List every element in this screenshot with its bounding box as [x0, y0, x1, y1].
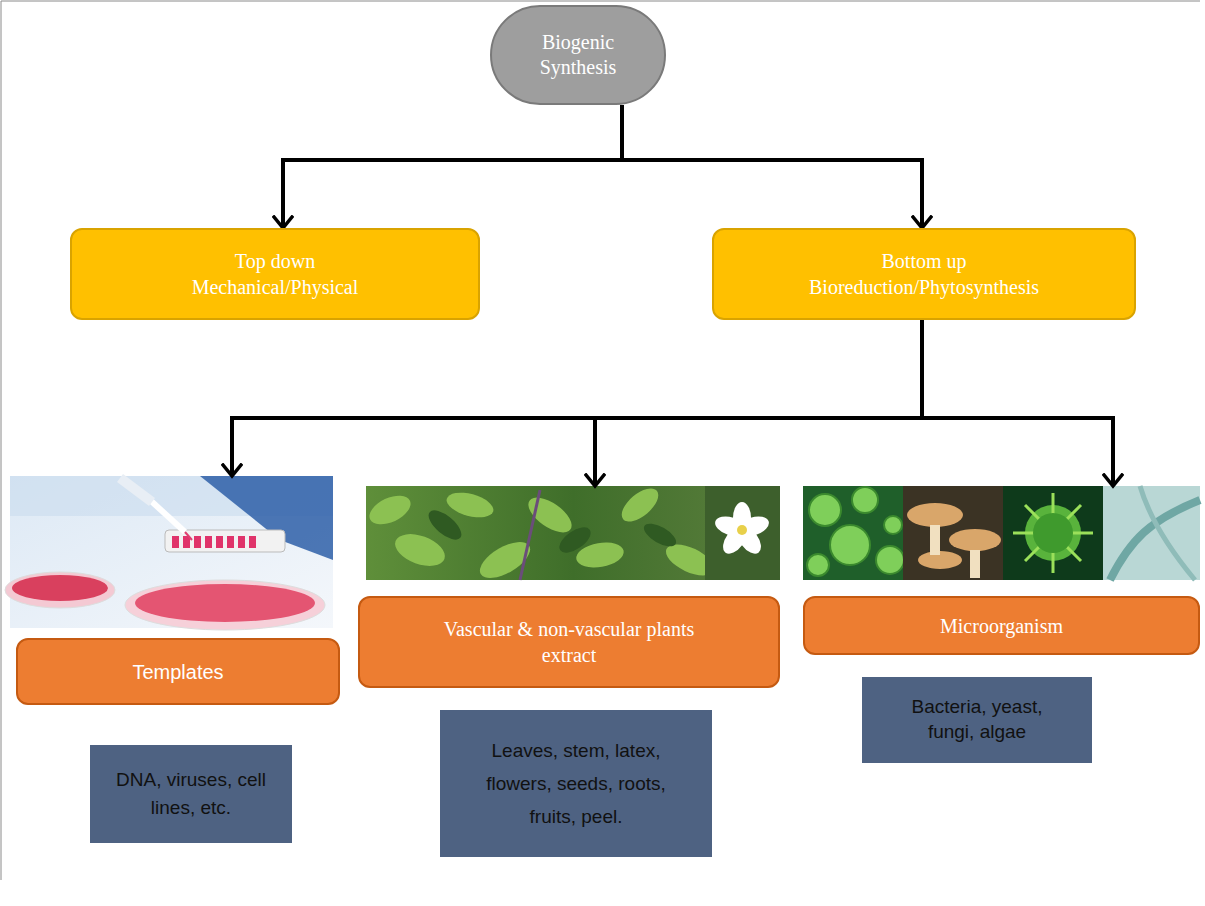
source-group: Vascular & non-vascular plants extract [358, 486, 782, 688]
box-text: Biogenic Synthesis [540, 30, 617, 80]
connector-arrow [232, 320, 922, 476]
connector-arrow [622, 105, 922, 228]
connector-arrow [283, 105, 622, 228]
source-group: Microorganism [803, 486, 1200, 656]
box-text: Bottom up Bioreduction/Phytosynthesis [809, 248, 1039, 300]
box-text: Bacteria, yeast, fungi, algae [911, 695, 1043, 744]
source-box: Vascular & non-vascular plants extract [358, 596, 780, 688]
frame-line [1, 1, 1200, 880]
source-box: Templates [16, 638, 340, 705]
example-box: DNA, viruses, cell lines, etc. [90, 745, 292, 843]
box-text: DNA, viruses, cell lines, etc. [116, 766, 266, 821]
box-text: Leaves, stem, latex, flowers, seeds, roo… [480, 734, 672, 834]
source-box: Microorganism [803, 596, 1200, 655]
lab-picture [5, 476, 333, 630]
root-pill: Biogenic Synthesis [490, 5, 666, 105]
box-text: Vascular & non-vascular plants extract [438, 616, 700, 668]
box-text: Templates [132, 660, 223, 684]
box-text: Microorganism [940, 614, 1063, 638]
box-text: Top down Mechanical/Physical [192, 248, 359, 300]
approach-box: Bottom up Bioreduction/Phytosynthesis [712, 228, 1136, 320]
approach-box: Top down Mechanical/Physical [70, 228, 480, 320]
plants-picture [365, 482, 780, 585]
source-group: Templates [10, 476, 340, 706]
connector-arrow [922, 320, 1113, 486]
microbes-picture [803, 486, 1200, 580]
example-box: Bacteria, yeast, fungi, algae [862, 677, 1092, 763]
connector-arrow [595, 320, 922, 486]
example-box: Leaves, stem, latex, flowers, seeds, roo… [440, 710, 712, 857]
